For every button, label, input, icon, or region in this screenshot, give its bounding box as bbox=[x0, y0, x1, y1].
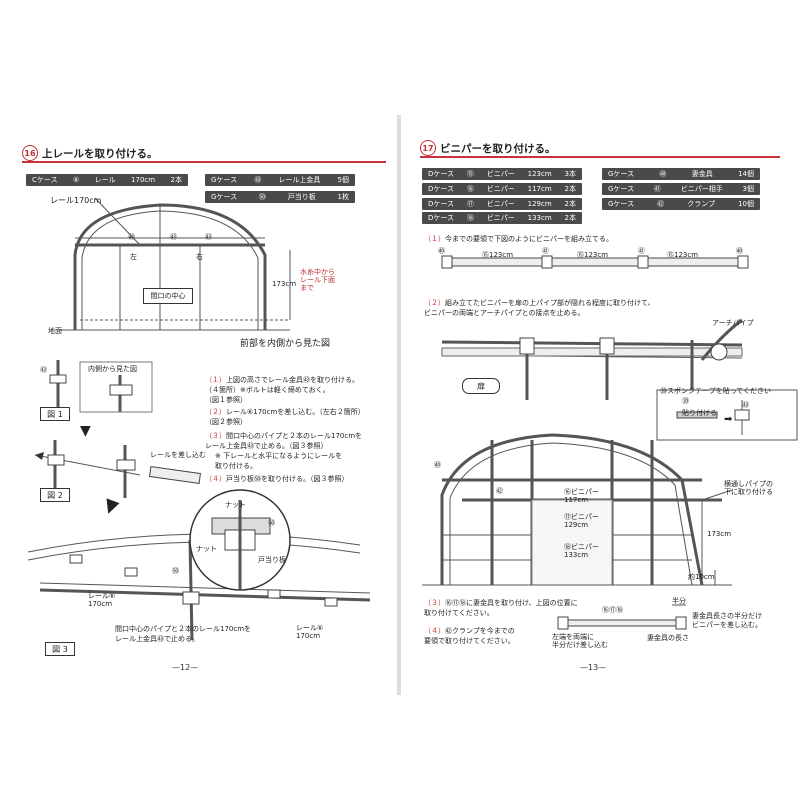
assembly-seg-2: ⑮123cm bbox=[577, 251, 609, 259]
detail-bar-label: ⑯⑰⑱ bbox=[602, 606, 623, 614]
elevation-drawing bbox=[422, 433, 733, 586]
r-step-4: （４）㊷クランプを今までの 要領で取り付けてください。 bbox=[424, 627, 515, 645]
assembly-seg-3: ⑮123cm bbox=[667, 251, 699, 259]
right-side-label: 右 bbox=[196, 253, 203, 261]
detail-bar-drawing bbox=[557, 604, 687, 630]
page-number-12: —12— bbox=[172, 663, 199, 672]
door-detail-drawing bbox=[441, 318, 798, 441]
sponge-sub: 貼り付ける bbox=[682, 409, 717, 417]
detail-left-note: 左端を両端に 半分だけ差し込む bbox=[552, 633, 608, 649]
fig3-nut-label-2: ナット bbox=[196, 545, 217, 553]
fig1-drawing bbox=[49, 360, 153, 413]
section-underline-r bbox=[420, 156, 780, 158]
arrow-right-icon: ➡ bbox=[724, 414, 733, 425]
assembly-mark-2: ㊶ bbox=[542, 247, 549, 255]
assembly-mark-3: ㊶ bbox=[638, 247, 645, 255]
page-number-13: —13— bbox=[580, 663, 607, 672]
assembly-mark-4: ㊵ bbox=[736, 247, 743, 255]
section-underline bbox=[22, 161, 386, 163]
step-2: （２）レール⑥170cmを差し込む。（左右２箇所） （図２参照） bbox=[205, 408, 365, 426]
assembly-mark-1: ㊵ bbox=[438, 247, 445, 255]
elev-133: ⑱ビニパー 133cm bbox=[564, 543, 599, 559]
elev-10cm: 約10cm bbox=[688, 573, 715, 581]
front-view-drawing bbox=[60, 197, 291, 331]
section-number-16: 16 bbox=[22, 145, 38, 161]
fig3-drawing bbox=[27, 489, 371, 641]
ground-label: 地面 bbox=[48, 327, 62, 335]
fig2-label: 図 2 bbox=[40, 488, 70, 502]
fig3-nut-label: ナット bbox=[225, 501, 246, 509]
elev-mark-42: ㊷ bbox=[496, 487, 503, 495]
fig2-drawing bbox=[34, 440, 202, 498]
section-16-title: 16 上レールを取り付ける。 bbox=[22, 145, 158, 161]
fig3-mark-50b: ㊿ bbox=[172, 567, 179, 575]
fig3-door-stop-label: 戸当り板 bbox=[258, 556, 286, 564]
fig1-inner-caption: 内側から見た図 bbox=[88, 365, 137, 373]
sponge-tape-title: ⑳スポンジテープを貼ってください bbox=[660, 387, 772, 395]
elev-pipe-note: 横通しパイプの 下に取り付ける bbox=[724, 480, 773, 496]
elev-173: 173cm bbox=[707, 530, 732, 538]
elev-117: ⑯ビニパー 117cm bbox=[564, 488, 599, 504]
fig3-mark-50: ㊿ bbox=[268, 519, 275, 527]
fig3-caption: 間口中心のパイプと２本のレール170cmを レール上金具㊸で止める。 bbox=[115, 625, 252, 643]
part-mark-43b: ㊸ bbox=[170, 233, 177, 241]
section-17-title: 17 ビニパーを取り付ける。 bbox=[420, 140, 556, 156]
center-label: 間口の中心 bbox=[143, 288, 193, 304]
rail-label: レール170cm bbox=[50, 196, 102, 205]
elev-mark-40: ㊵ bbox=[434, 461, 441, 469]
r-step-2: （２）組み立てたビニパーを扉の上パイプ部が隠れる程度に取り付けて、 ビニパーの両… bbox=[424, 299, 655, 317]
step-4: （４）戸当り板㊿を取り付ける。（図３参照） bbox=[205, 475, 349, 483]
fig1-mark: ㊸ bbox=[40, 366, 47, 374]
assembly-seg-1: ⑮123cm bbox=[482, 251, 514, 259]
step-3: （３）間口中心のパイプと２本のレール170cmを レール上金具㊸で止める。（図３… bbox=[205, 432, 363, 450]
door-label: 扉 bbox=[462, 378, 500, 394]
height-173: 173cm bbox=[272, 280, 297, 288]
detail-bottom-label: 妻金具の長さ bbox=[647, 634, 689, 642]
fig3-rail-left: レール⑥ 170cm bbox=[88, 592, 116, 608]
arrow-down-icon: ▼ bbox=[80, 423, 91, 439]
step-3-note: ※ 下レールと水平になるようにレールを 取り付ける。 bbox=[215, 452, 343, 470]
section-number-17: 17 bbox=[420, 140, 436, 156]
page-spine bbox=[397, 115, 401, 695]
fig2-insert-label: レールを差し込む bbox=[150, 451, 206, 459]
part-mark-43c: ㊸ bbox=[205, 233, 212, 241]
arch-pipe-label: アーチパイプ bbox=[712, 319, 754, 327]
step-1: （１）上図の高さでレール金具㊸を取り付ける。 （４箇所）※ボルトは軽く締めておく… bbox=[205, 376, 359, 404]
height-note: 水糸中から レール下面 まで bbox=[300, 268, 335, 292]
sponge-mark-43: ㊸ bbox=[742, 401, 749, 409]
detail-right-note: 妻金具長さの半分だけ ビニパーを差し込む。 bbox=[692, 612, 762, 629]
front-view-caption: 前部を内側から見た図 bbox=[222, 334, 348, 350]
fig1-label: 図 1 bbox=[40, 407, 70, 421]
fig3-label: 図 3 bbox=[45, 642, 75, 656]
r-step-1: （１）今までの要領で下図のようにビニパーを組み立てる。 bbox=[424, 235, 613, 243]
left-side-label: 左 bbox=[130, 253, 137, 261]
detail-half-label: 半分 bbox=[672, 597, 686, 605]
fig3-rail-right: レール⑥ 170cm bbox=[296, 624, 324, 640]
assembly-bar bbox=[441, 255, 749, 269]
r-step-3: （３）⑯⑰⑱に妻金具を取り付け、上図の位置に 取り付けてください。 bbox=[424, 599, 578, 617]
sponge-mark-20: ⑳ bbox=[682, 397, 689, 405]
part-mark-43a: ㊸ bbox=[128, 233, 135, 241]
elev-129: ⑰ビニパー 129cm bbox=[564, 513, 599, 529]
